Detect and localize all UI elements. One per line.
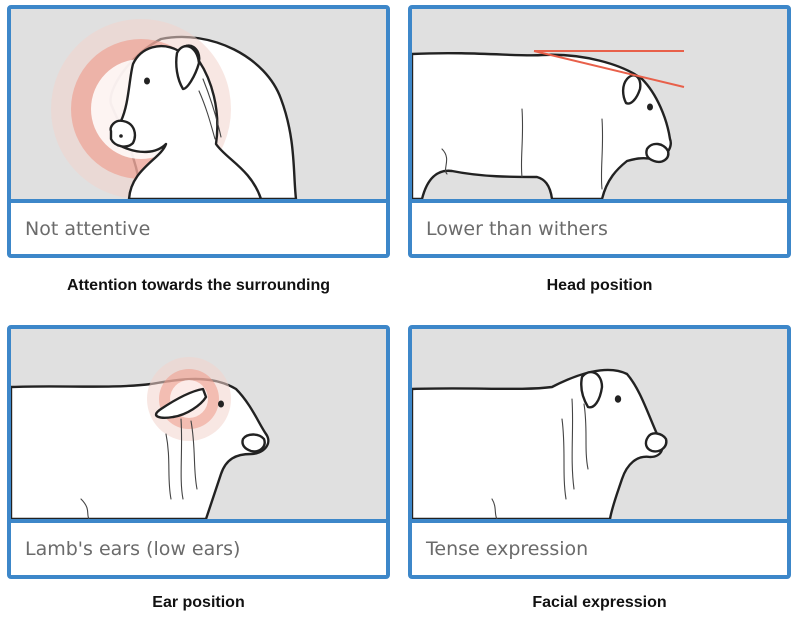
cow-body-illustration xyxy=(412,50,685,199)
panel-caption: Not attentive xyxy=(11,199,386,254)
head-line-indicator xyxy=(533,50,685,88)
panel-image-attention xyxy=(11,9,386,199)
panel-caption: Tense expression xyxy=(412,519,787,575)
panel-caption: Lamb's ears (low ears) xyxy=(11,519,386,575)
panel-image-facial-expression xyxy=(412,329,787,519)
panel-title: Attention towards the surrounding xyxy=(66,277,331,294)
panel-title: Facial expression xyxy=(532,594,667,611)
cow-body-illustration xyxy=(11,357,270,519)
cow-head-illustration xyxy=(51,19,298,199)
panel-title: Head position xyxy=(546,277,653,294)
panel-facial-expression: Tense expression xyxy=(408,325,791,579)
panel-image-ear-position xyxy=(11,329,386,519)
panel-head-position: Lower than withers xyxy=(408,5,791,258)
panel-ear-position: Lamb's ears (low ears) xyxy=(7,325,390,579)
cow-body-illustration xyxy=(412,368,668,519)
panel-title: Ear position xyxy=(152,594,245,611)
panel-attention: Not attentive xyxy=(7,5,390,258)
panel-image-head-position xyxy=(412,9,787,199)
panel-caption: Lower than withers xyxy=(412,199,787,254)
